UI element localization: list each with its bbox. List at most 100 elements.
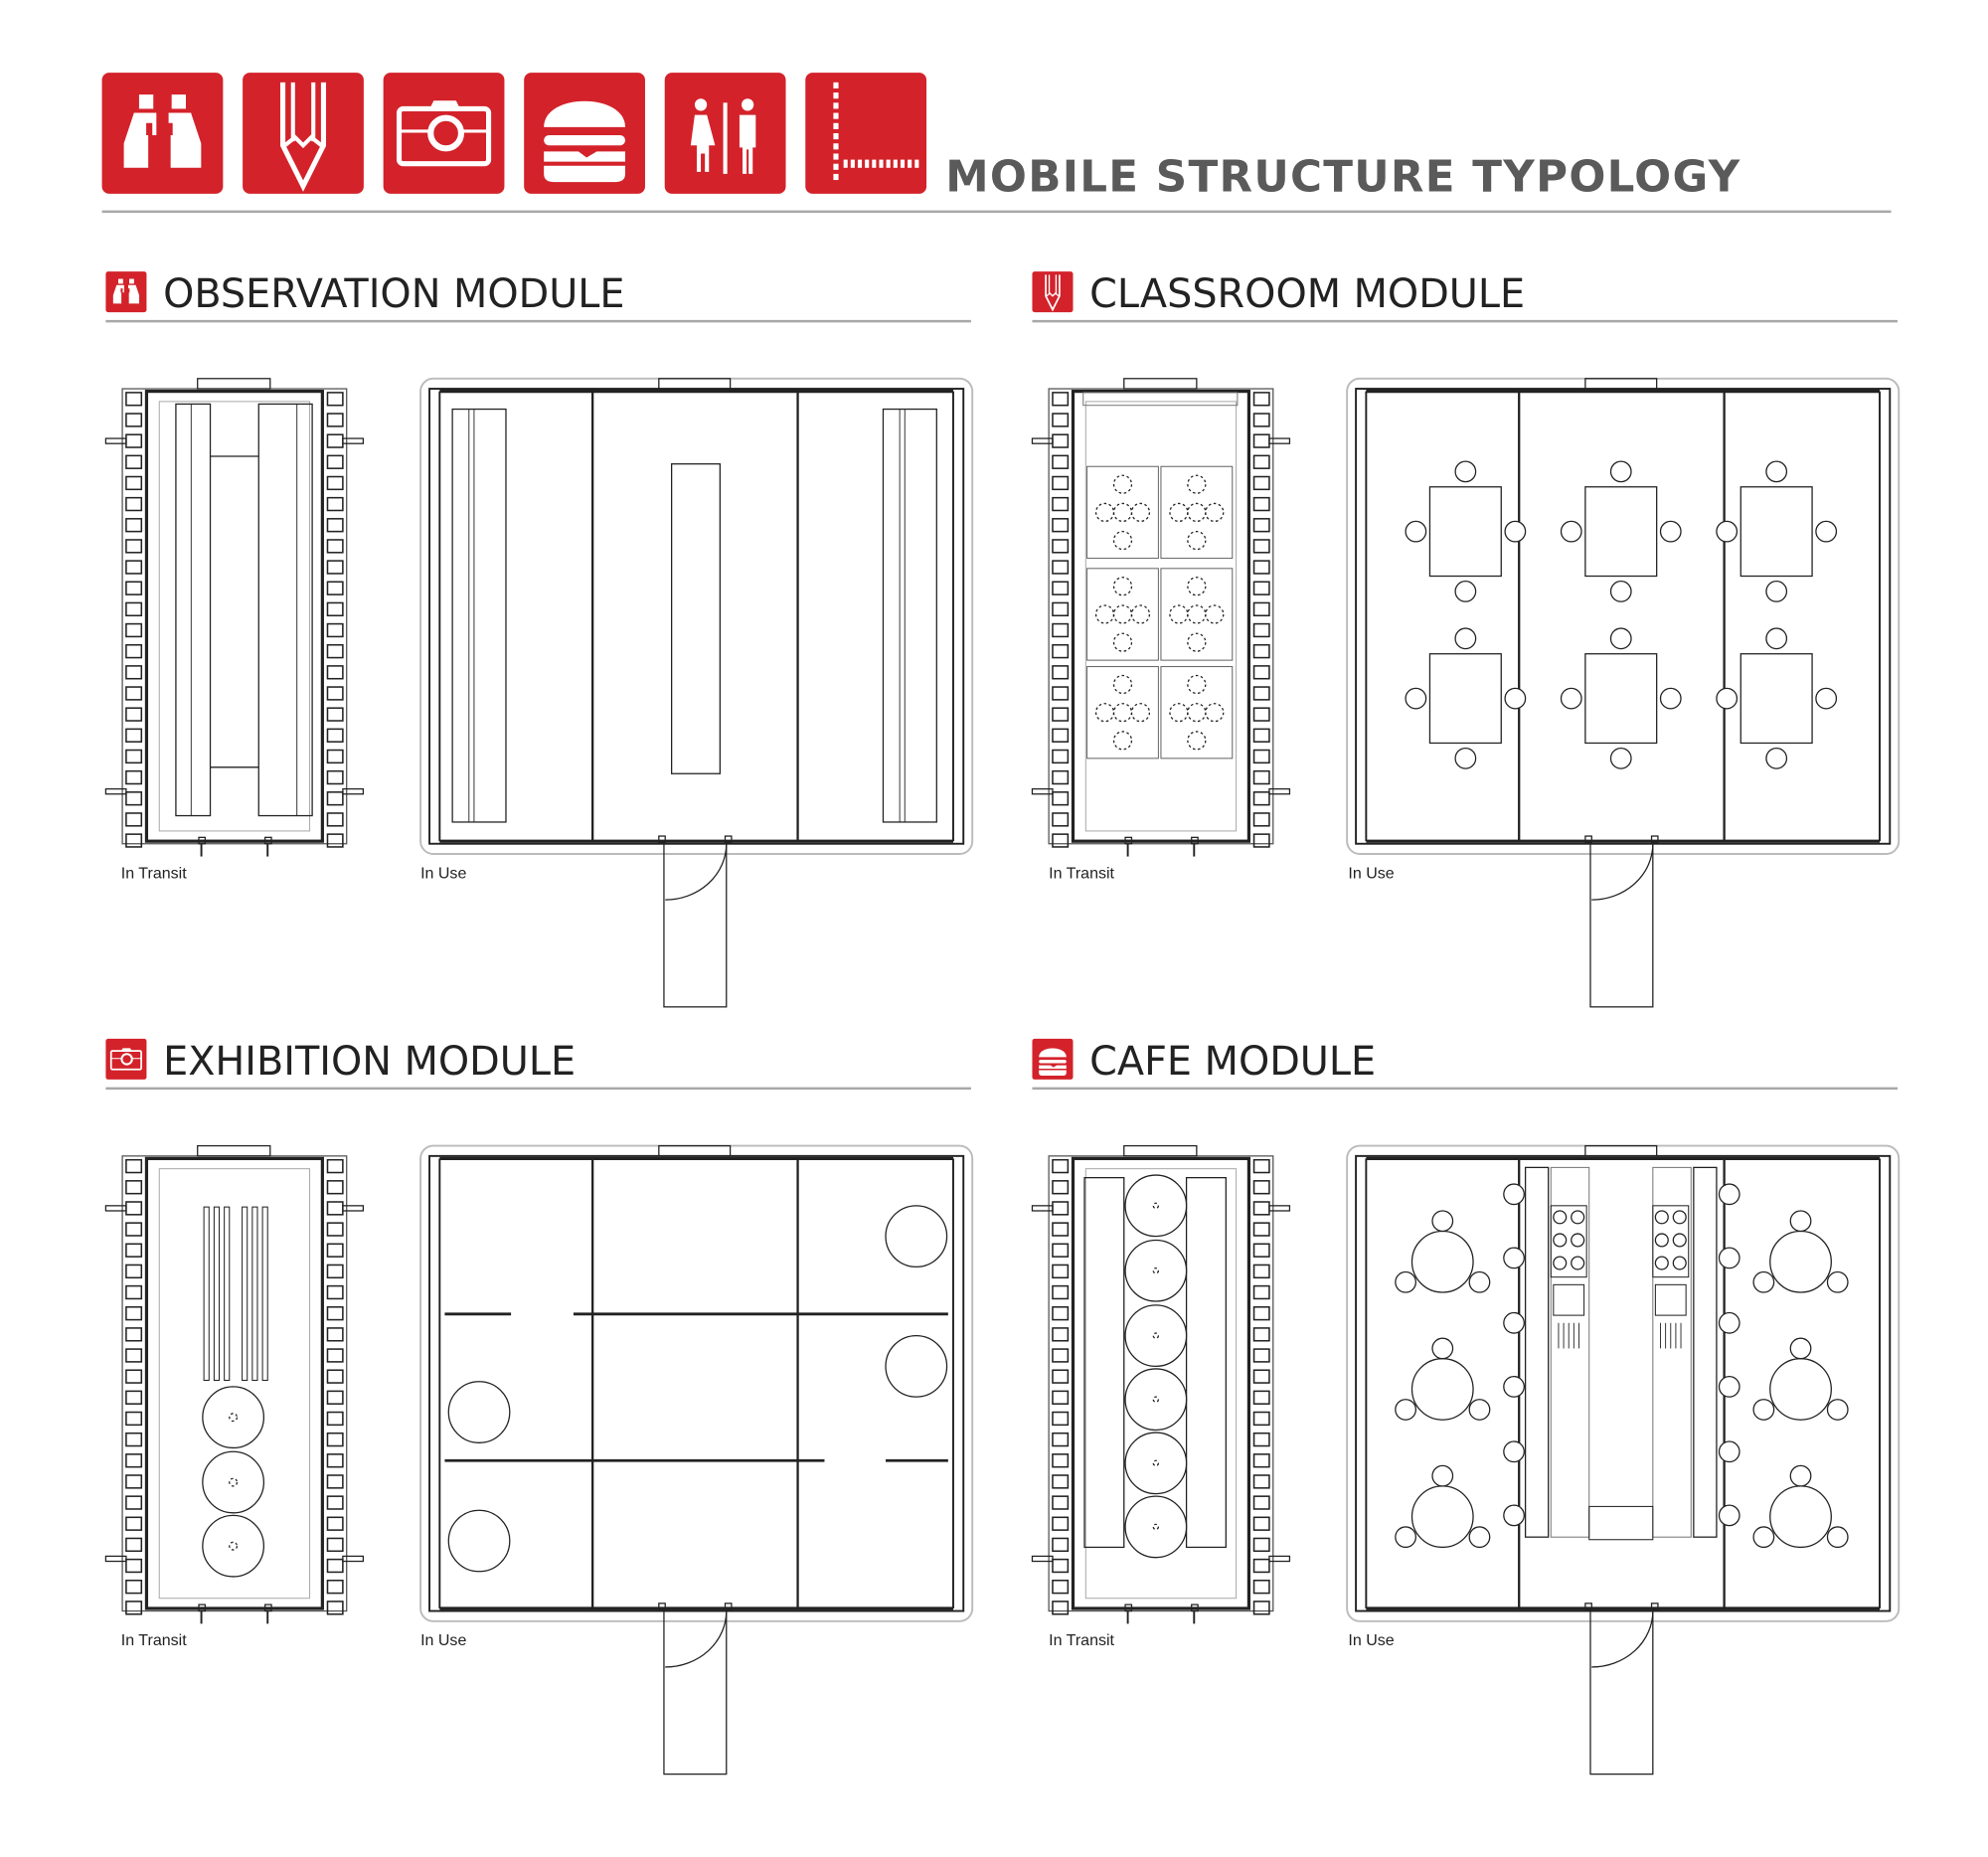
wall-block [125,1432,143,1447]
burner [1571,1256,1585,1270]
wall-block [125,475,143,491]
wall-block [326,769,344,785]
round-table [1769,1358,1832,1421]
chair [1815,520,1838,543]
wall-block [1052,833,1070,848]
wall-block [1252,475,1270,491]
stool [1503,1440,1525,1463]
roof-vent [1584,1144,1658,1157]
wall-block [326,539,344,554]
burger-tile [524,73,645,194]
tile-background [105,271,147,313]
in-use-plan [419,1144,974,1775]
stowed-chair [1094,502,1115,523]
in-transit-label: In Transit [121,1631,187,1649]
wall-block [1252,1284,1270,1300]
wall-block [326,601,344,617]
wall-block [1052,1306,1070,1321]
wall-block [125,1243,143,1258]
wall-block [125,1180,143,1195]
wall-block [326,1180,344,1195]
wall-block [326,1158,344,1174]
table-group [1560,460,1682,602]
center-mark [229,1413,239,1423]
wall-block [1252,1306,1270,1321]
center-mark [1152,1396,1160,1403]
table-group [1405,627,1527,769]
table-group [1560,627,1682,769]
in-transit-plan [1031,1144,1291,1624]
stowed-chair [1205,703,1225,723]
pin [1031,1555,1054,1563]
wall-block [1052,1369,1070,1384]
wall-block [1252,1201,1270,1216]
camera-tile [105,1038,147,1080]
wall-block [1252,1580,1270,1595]
wall-block [1052,581,1070,595]
tile-background [805,73,927,194]
stool [1718,1247,1740,1269]
wall-block [1052,1432,1070,1447]
stowed-chair [1112,531,1133,551]
burner [1553,1210,1568,1225]
wall-block [1052,749,1070,764]
wall-block [1052,560,1070,575]
stowed-chair [1187,604,1207,624]
wall-block [1052,1348,1070,1363]
deck-outline [419,377,974,855]
wall-block [125,643,143,659]
wall-block [1252,643,1270,659]
wall-block [1052,769,1070,785]
module-title: EXHIBITION MODULE [163,1039,576,1085]
wall-block [125,1284,143,1300]
stowed-table [1086,666,1159,760]
chair [1504,520,1527,543]
wall-block [125,518,143,533]
center-mark [1152,1459,1160,1467]
in-use-label: In Use [1348,864,1394,882]
chair [1789,1337,1812,1360]
stowed-chair [1187,674,1207,695]
wall-block [326,475,344,491]
wall-block [1252,1411,1270,1427]
pin [1268,437,1291,444]
wall-block [326,1348,344,1363]
chair [1405,520,1427,543]
plan-drawings [1031,271,1901,1008]
module-title: CLASSROOM MODULE [1089,271,1525,317]
stowed-table [1086,568,1159,661]
wall-block [326,707,344,722]
wall-block [1252,1601,1270,1615]
table [1740,486,1813,578]
stowed-chair [1112,604,1133,624]
center-mark [1152,1523,1160,1531]
chair [1826,1270,1849,1293]
pin [1031,787,1054,795]
wall-block [1252,539,1270,554]
wall-block [1052,392,1070,407]
stowed-chair [1112,674,1133,695]
door-swing [1591,843,1654,901]
table [1584,486,1658,578]
wall-block [326,518,344,533]
hinge [658,835,666,844]
wall-block [125,791,143,806]
wall-block [326,1432,344,1447]
wall-block [1252,1243,1270,1258]
wall-block [125,1390,143,1405]
wall-block [326,749,344,764]
door-swing [665,843,728,901]
wall-block [125,1264,143,1279]
table-group [1716,627,1838,769]
wall-block [125,560,143,575]
stowed-chair [1112,474,1133,494]
wall-block [326,413,344,427]
stool [1503,1376,1525,1398]
wall-block [1052,1411,1070,1427]
chair [1468,1399,1491,1421]
pin [342,437,365,444]
in-transit-label: In Transit [121,864,187,882]
wall-block [125,1369,143,1384]
wall-block [1052,1537,1070,1553]
wall-block [326,1369,344,1384]
